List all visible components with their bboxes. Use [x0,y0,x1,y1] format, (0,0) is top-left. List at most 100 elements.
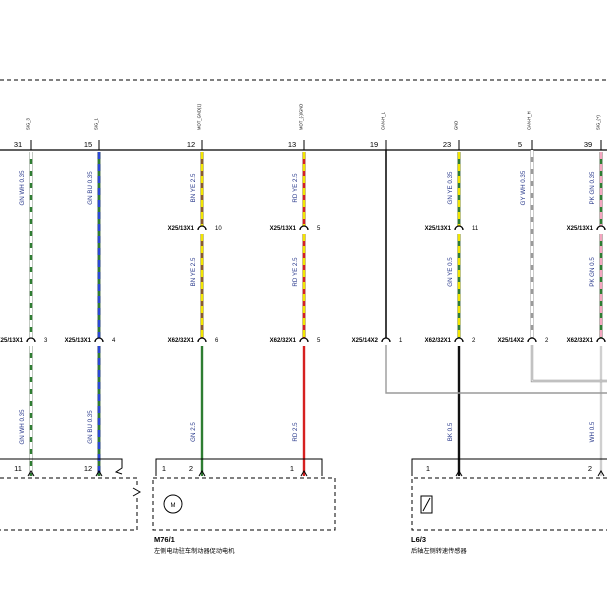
wire-lower-segment [29,346,33,476]
top-pin-number: 15 [84,140,92,149]
bottom-pin-number: 11 [14,464,22,473]
inline-connector-symbol [381,337,391,343]
signal-label: CAN-H_H [527,111,532,130]
inline-connector-pin: 3 [44,338,48,344]
can-high-bridge-inner [531,345,607,382]
terminal-mark [27,470,35,477]
top-pin-number: 13 [288,140,296,149]
inline-connector-label: X25/13X1 [270,226,297,232]
signal-label: MOT_GND(1) [197,103,202,130]
inline-connector-symbol [596,337,606,343]
wire-middle-segment [457,234,461,338]
wire-label-lower: GN BU 0.35 [87,410,94,444]
wire-label-middle: GN YE 0.5 [447,257,454,287]
bottom-pin-number: 2 [588,464,592,473]
inline-connector-pin: 1 [399,338,403,344]
top-pin-number: 23 [443,140,451,149]
sensor-icon [420,495,433,514]
top-pin-number: 39 [584,140,592,149]
l6-component-box [411,477,607,531]
left-component-box [0,477,138,531]
inline-connector-pin: 5 [317,226,321,232]
inline-connector-pin: 2 [545,338,549,344]
left-connector-housing [0,458,123,475]
inline-connector-pin: 5 [317,338,321,344]
wire-label-upper: PK GN 0.35 [589,171,596,205]
inline-connector-label: X25/14X2 [352,338,379,344]
inline-connector-label: X25/13X1 [0,338,24,344]
wire-label-middle: BN YE 2.5 [190,257,197,286]
top-pin-number: 19 [370,140,378,149]
inline-connector-symbol [299,225,309,231]
bottom-pin-number: 12 [84,464,92,473]
terminal-mark [300,470,308,477]
wire-label-upper: GN WH 0.35 [19,170,26,206]
inline-connector-label: X62/32X1 [270,338,297,344]
can-low-bridge [385,345,607,394]
wire-label-middle: PK GN 0.5 [589,257,596,287]
inline-connector-symbol [26,337,36,343]
wire-0: SIG_3 31X25/13X1 3 GN WH 0.35 GN WH 0.35 [0,117,48,476]
inline-connector-pin: 6 [215,338,219,344]
signal-label: CAN-H_L [381,111,386,130]
bottom-pin-number: 1 [290,464,294,473]
component-l6-description: 后轴左侧转速传感器 [411,547,467,555]
motor-symbol-letter: M [171,503,176,509]
wire-label-upper: GN YE 0.35 [447,171,454,204]
wire-label-lower: RD 2.5 [292,422,299,442]
wire-lower-segment [97,346,101,476]
inline-connector-label: X25/13X1 [65,338,92,344]
component-m76-id: M76/1 [154,535,175,544]
left-component-break-mark [132,487,142,497]
inline-connector-pin: 11 [472,226,479,232]
l6-connector-housing [411,458,607,476]
can-bridge-lines [385,345,607,394]
inline-connector-symbol [299,337,309,343]
terminal-mark [198,470,206,477]
top-pin-number: 31 [14,140,22,149]
inline-connector-symbol [197,337,207,343]
inline-connector-label: X62/32X1 [567,338,594,344]
bottom-pin-number: 2 [189,464,193,473]
wire-label-upper: RD YE 2.5 [292,173,299,203]
m76-component-box [152,477,336,531]
inline-connector-label: X25/13X1 [567,226,594,232]
motor-icon [163,494,183,514]
wire-segment [530,150,534,338]
wire-middle-segment [200,234,204,338]
component-m76-description: 左侧电动驻车制动器促动电机 [154,547,235,555]
wire-label-lower: GN 2.5 [190,422,197,442]
inline-connector-symbol [527,337,537,343]
top-pin-number: 5 [518,140,522,149]
bottom-pin-number: 1 [426,464,430,473]
inline-connector-symbol [454,337,464,343]
inline-connector-label: X25/13X1 [425,226,452,232]
m76-connector-housing [155,458,323,476]
wire-upper-segment [302,152,306,226]
terminal-mark [597,470,605,477]
signal-label: SIG_3 [26,117,31,130]
inline-connector-pin: 4 [112,338,116,344]
component-l6-id: L6/3 [411,535,426,544]
inline-connector-label: X25/13X1 [168,226,195,232]
wire-label-lower: GN WH 0.35 [19,409,26,445]
signal-label: MOT_(-)/GND [299,104,304,130]
wire-label-upper: GY WH 0.35 [520,170,527,205]
inline-connector-symbol [454,225,464,231]
wire-middle-segment [599,234,603,338]
wire-middle-segment [302,234,306,338]
wire-label-upper: BN YE 2.5 [190,173,197,202]
wire-label-middle: RD YE 2.5 [292,257,299,287]
can-high-bridge [530,345,607,383]
signal-label: SIG_1 [94,117,99,130]
terminal-mark [455,470,463,477]
inline-connector-label: X25/14X2 [498,338,525,344]
